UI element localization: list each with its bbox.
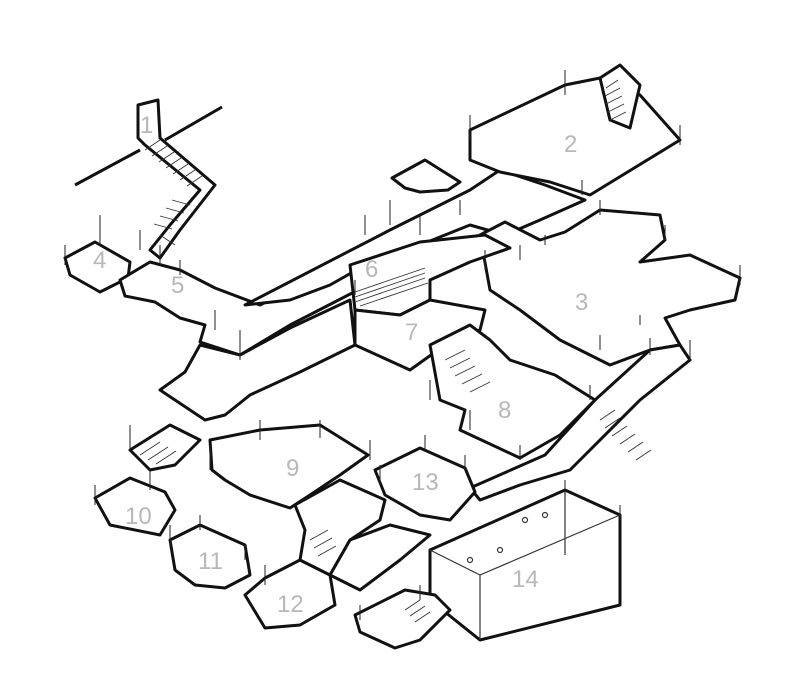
- room-3-area: [478, 208, 742, 367]
- room-label-8: 8: [498, 397, 511, 424]
- room-label-4: 4: [93, 247, 106, 274]
- stair-right: [468, 343, 692, 502]
- room-label-11: 11: [198, 548, 223, 575]
- room-label-6: 6: [365, 256, 378, 283]
- alcove-room: [390, 158, 462, 194]
- room-10-area: [93, 476, 177, 537]
- room-label-2: 2: [564, 131, 577, 158]
- room-label-3: 3: [575, 289, 588, 316]
- room-5-area: [118, 253, 360, 357]
- room-14-stair: [353, 588, 452, 650]
- wall-ticks: [64, 70, 741, 620]
- room-12-area: [243, 558, 337, 630]
- stair-left: [128, 423, 202, 472]
- lower-corridor: [293, 478, 432, 592]
- room-label-12: 12: [277, 591, 304, 618]
- central-corridor: [158, 298, 357, 422]
- stair-1: [136, 98, 217, 260]
- room-label-1: 1: [140, 112, 153, 139]
- room-label-10: 10: [125, 503, 152, 530]
- room-label-14: 14: [512, 566, 539, 593]
- room-label-5: 5: [171, 272, 184, 299]
- room-labels: 1 2 3 4 5 6 7 8 9 10 11 12 13 14: [93, 112, 588, 618]
- room-label-9: 9: [286, 455, 299, 482]
- room-label-7: 7: [405, 319, 418, 346]
- surface-line: [74, 105, 223, 187]
- room-11-area: [168, 523, 252, 590]
- room-2-area: [468, 63, 682, 197]
- main-corridor: [243, 168, 587, 307]
- room-label-13: 13: [412, 469, 439, 496]
- room-7-area: [353, 298, 487, 372]
- room-13-area: [373, 446, 477, 522]
